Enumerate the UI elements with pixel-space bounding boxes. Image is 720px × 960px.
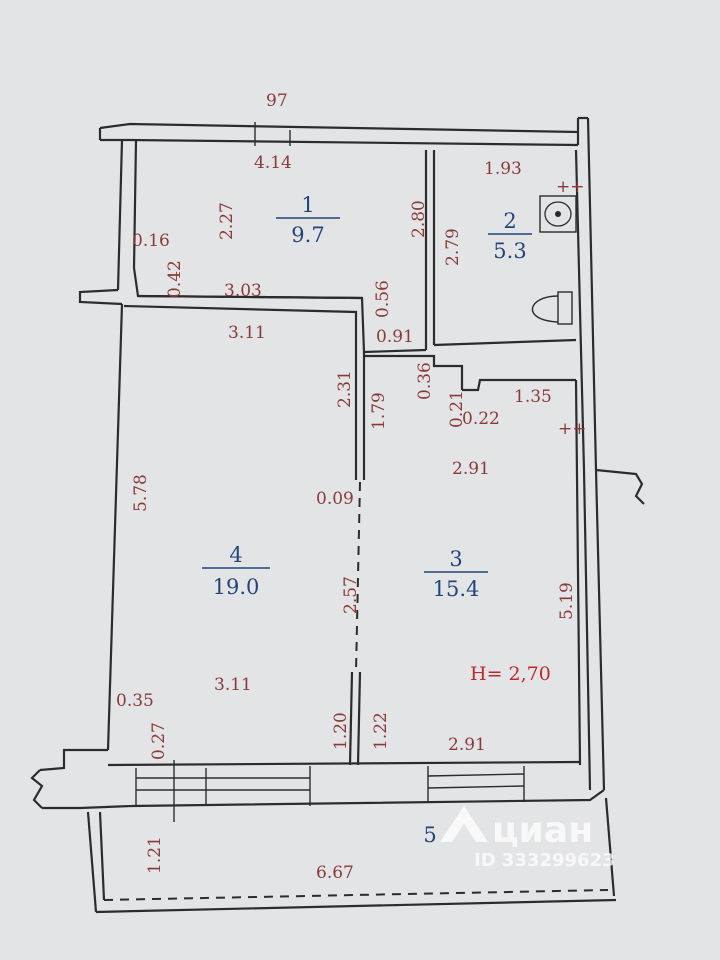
bathroom-fixtures [531,195,577,325]
ceiling-height-label: H= 2,70 [470,663,551,685]
dimension-label: 5.78 [131,474,151,512]
watermark-id: ID 333299623 [474,850,615,871]
room-3-label: 3 15.4 [424,547,488,601]
dimension-label: 5.19 [557,582,577,620]
room-area: 5.3 [493,239,526,263]
dimension-label: 1.93 [484,159,522,179]
sink-icon [539,195,577,233]
dimension-label: 1.35 [514,387,552,407]
dimension-label: 1.21 [145,836,165,874]
dimension-label: 2.91 [452,459,490,479]
outlet-symbol: ++ [556,177,585,197]
dimension-label: 3.11 [214,675,252,695]
dimension-label: 0.09 [316,489,354,509]
dimension-label: 0.27 [149,722,169,760]
dimension-labels: 97 4.14 1.93 2.27 0.16 0.42 3.03 2.80 2.… [116,91,577,883]
dimension-label: 1.79 [369,392,389,430]
room-area: 19.0 [213,575,260,599]
dimension-label: 2.57 [341,576,361,614]
brand-logo-icon [440,806,488,842]
dimension-label: 97 [266,91,288,111]
dimension-label: 0.22 [462,409,500,429]
room-number: 1 [301,193,314,217]
room-number: 3 [449,547,462,571]
dimension-label: 1.22 [371,712,391,750]
dimension-label: 0.56 [373,280,393,318]
dimension-label: 0.16 [132,231,170,251]
room-4-label: 4 19.0 [202,543,270,599]
room-number: 4 [229,543,242,567]
room-number: 2 [503,209,516,233]
watermark: циан ID 333299623 [440,806,615,871]
dimension-label: 2.80 [409,200,429,238]
balcony [86,760,617,914]
room-1-label: 1 9.7 [276,193,340,247]
dimension-label: 1.20 [331,712,351,750]
dimension-label: 2.91 [448,735,486,755]
dimension-label: 2.79 [443,228,463,266]
dimension-label: 3.11 [228,323,266,343]
interior-walls [107,150,582,767]
dimension-label: 0.21 [447,390,467,428]
dimension-label: 0.36 [415,362,435,400]
outlet-symbol: ++ [558,419,587,439]
room-5-label: 5 [423,823,436,847]
room-area: 15.4 [433,577,480,601]
dimension-label: 3.03 [224,281,262,301]
dimension-label: 2.27 [217,202,237,240]
dimension-label: 0.35 [116,691,154,711]
dimension-label: 0.91 [376,327,414,347]
dimension-label: 0.42 [165,260,185,298]
room-area: 9.7 [291,223,324,247]
watermark-brand: циан [492,810,593,851]
dimension-label: 4.14 [254,153,292,173]
dimension-label: 2.31 [335,370,355,408]
toilet-icon [531,291,573,325]
dimension-label: 6.67 [316,863,354,883]
room-2-label: 2 5.3 [488,209,532,263]
